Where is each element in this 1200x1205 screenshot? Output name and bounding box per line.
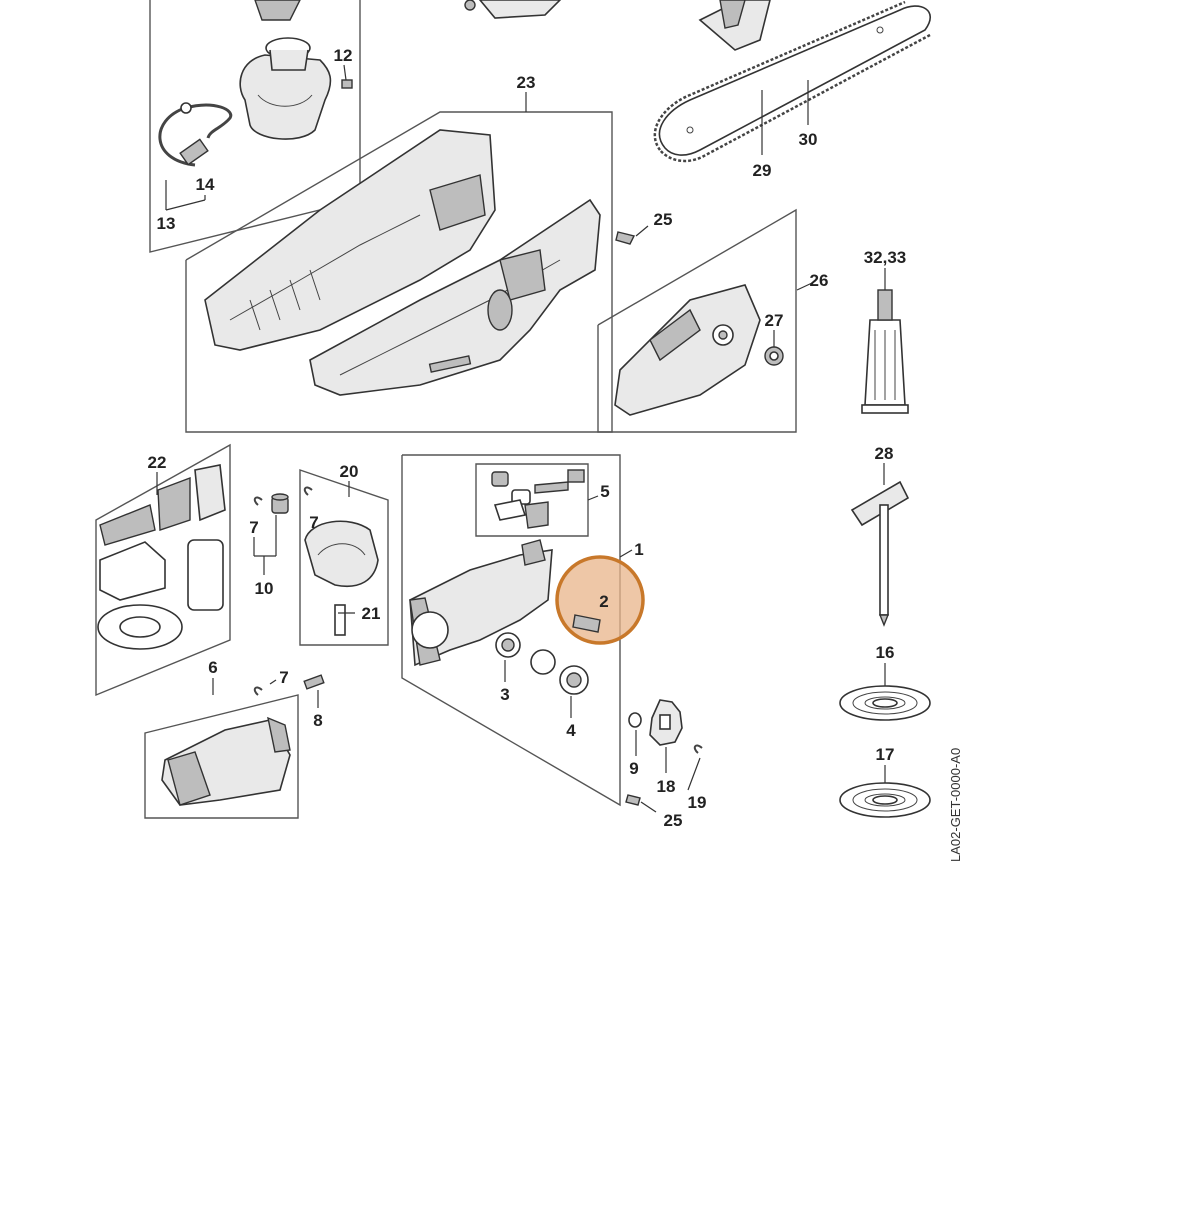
- label-28: 28: [875, 444, 894, 463]
- assembly-box-filters: [95, 443, 231, 697]
- label-19: 19: [688, 793, 707, 812]
- grease-tube: [861, 289, 909, 414]
- label-29: 29: [753, 161, 772, 180]
- highlighted-part-pin-2[interactable]: [555, 555, 645, 645]
- label-7-b: 7: [309, 513, 318, 532]
- label-4: 4: [566, 721, 576, 740]
- label-1: 1: [634, 540, 643, 559]
- label-32-33: 32,33: [864, 248, 907, 267]
- label-26: 26: [810, 271, 829, 290]
- label-18: 18: [657, 777, 676, 796]
- label-6: 6: [208, 658, 217, 677]
- sprocket-and-clips: [625, 699, 703, 806]
- assembly-box-filler: [149, 0, 361, 253]
- label-10: 10: [255, 579, 274, 598]
- assembly-box-chain-cover: [597, 208, 797, 433]
- label-9: 9: [629, 759, 638, 778]
- label-25-top: 25: [654, 210, 673, 229]
- label-27: 27: [765, 311, 784, 330]
- label-25-bottom: 25: [664, 811, 683, 830]
- combination-wrench: [850, 480, 910, 627]
- guide-bar-and-chain: [464, 0, 931, 163]
- label-17: 17: [876, 745, 895, 764]
- label-12: 12: [334, 46, 353, 65]
- label-13: 13: [157, 214, 176, 233]
- label-8: 8: [313, 711, 322, 730]
- label-16: 16: [876, 643, 895, 662]
- label-20: 20: [340, 462, 359, 481]
- label-5: 5: [600, 482, 609, 501]
- assembly-box-gearbox: [401, 454, 621, 807]
- spring-clip-and-plug: [253, 493, 325, 696]
- assembly-box-housing: [185, 111, 613, 433]
- label-30: 30: [799, 130, 818, 149]
- part-labels: 12 13 14 23 29 30 25 26 27 32,33 28 16 1…: [148, 46, 963, 862]
- label-7-c: 7: [279, 668, 288, 687]
- label-2[interactable]: 2: [599, 592, 608, 611]
- assembly-box-motor: [144, 694, 299, 819]
- label-22: 22: [148, 453, 167, 472]
- label-7-a: 7: [249, 518, 258, 537]
- assembly-box-bracket: [299, 469, 389, 646]
- label-14: 14: [196, 175, 215, 194]
- document-code: LA02-GET-0000-A0: [948, 748, 963, 862]
- label-23: 23: [517, 73, 536, 92]
- leader-lines: [156, 64, 886, 813]
- label-3: 3: [500, 685, 509, 704]
- label-21: 21: [362, 604, 381, 623]
- washers: [839, 685, 931, 818]
